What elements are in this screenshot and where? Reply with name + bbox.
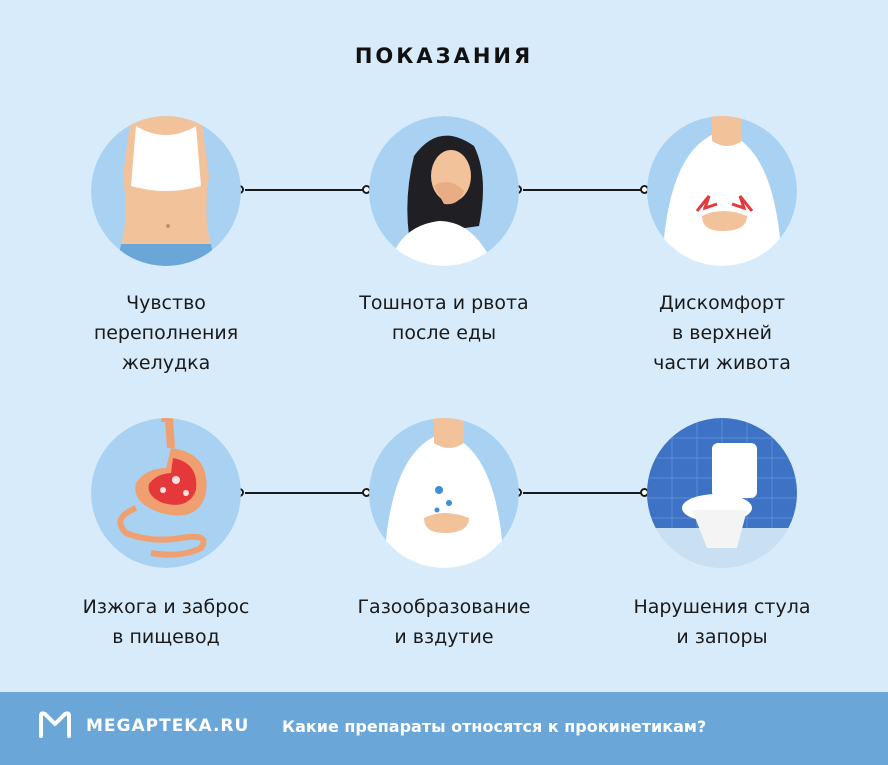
caption-line: после еды — [391, 322, 497, 344]
connector-line — [245, 189, 365, 191]
caption-line: Тошнота и рвота — [359, 292, 529, 314]
connector-line — [245, 492, 365, 494]
caption-line: Чувство — [126, 292, 206, 314]
connector-line — [523, 189, 643, 191]
caption-stool-disorders: Нарушения стула и запоры — [602, 592, 842, 652]
caption-stomach-fullness: Чувство переполнения желудка — [46, 288, 286, 378]
caption-line: и запоры — [676, 626, 768, 648]
caption-line: в пищевод — [112, 626, 220, 648]
nausea-woman-icon — [369, 116, 519, 266]
caption-line: и вздутие — [394, 626, 494, 648]
caption-line: в верхней — [672, 322, 772, 344]
caption-line: желудка — [121, 352, 211, 374]
footer-bar: MEGAPTEKA.RU Какие препараты относятся к… — [0, 692, 888, 765]
stomach-figure-icon — [91, 116, 241, 266]
megapteka-logo-icon[interactable] — [38, 710, 72, 744]
stomach-organ-icon — [91, 418, 241, 568]
caption-line: Изжога и заброс — [82, 596, 250, 618]
caption-line: переполнения — [93, 322, 239, 344]
caption-bloating: Газообразование и вздутие — [324, 592, 564, 652]
caption-line: Дискомфорт — [658, 292, 786, 314]
caption-heartburn: Изжога и заброс в пищевод — [46, 592, 286, 652]
page-title: ПОКАЗАНИЯ — [354, 44, 534, 68]
caption-line: части живота — [653, 352, 791, 374]
toilet-icon — [647, 418, 797, 568]
article-link[interactable]: Какие препараты относятся к прокинетикам… — [282, 717, 707, 736]
caption-nausea: Тошнота и рвота после еды — [324, 288, 564, 348]
caption-line: Нарушения стула — [633, 596, 811, 618]
site-logo-text[interactable]: MEGAPTEKA.RU — [86, 716, 250, 736]
caption-line: Газообразование — [357, 596, 531, 618]
abdominal-pain-icon — [647, 116, 797, 266]
caption-upper-discomfort: Дискомфорт в верхней части живота — [602, 288, 842, 378]
connector-line — [523, 492, 643, 494]
bloating-icon — [369, 418, 519, 568]
